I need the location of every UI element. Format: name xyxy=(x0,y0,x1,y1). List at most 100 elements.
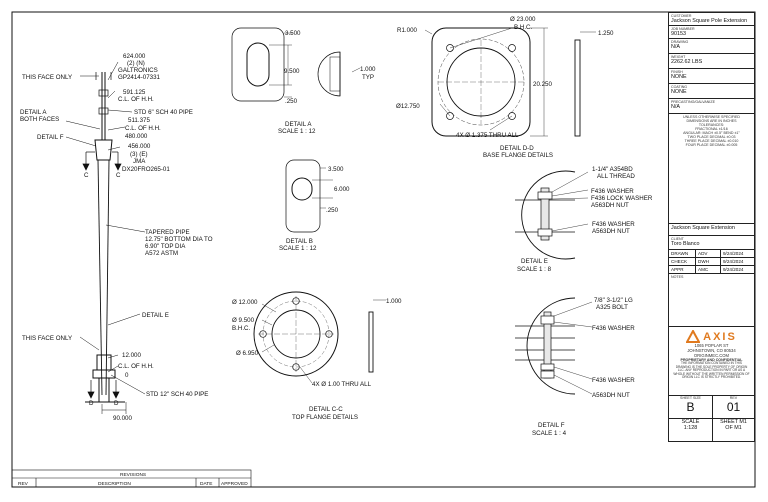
rev-col: REV xyxy=(18,481,29,487)
detail-dd-drawing xyxy=(424,27,596,137)
cl-hh-3: C.L. OF H.H. xyxy=(118,363,154,370)
tb-weight: WEIGHT 2262.62 LBS xyxy=(668,53,755,68)
elev-0: 0 xyxy=(125,372,129,379)
tb-rev: REV 01 xyxy=(726,396,741,414)
tb-job: JOB NUMBER 90153 xyxy=(668,25,755,38)
elev-511: 511.375 xyxy=(128,117,150,124)
detail-e-lock: F436 LOCK WASHER xyxy=(591,195,653,202)
detail-cc-holes: 4X Ø 1.00 THRU ALL xyxy=(312,381,372,388)
detail-b-bottom: .250 xyxy=(326,207,339,214)
elev-456: 456.000 xyxy=(128,143,151,150)
section-c-left: C xyxy=(84,172,89,179)
detail-f-washer: F436 WASHER xyxy=(592,325,635,332)
detail-cc-thickness: 1.000 xyxy=(386,298,402,305)
elev-12: 12.000 xyxy=(122,352,141,359)
detail-f-scale: SCALE 1 : 4 xyxy=(532,430,567,437)
tb-sheet: SHEET M1 OF M1 xyxy=(720,419,747,431)
detail-f-nut: A563DH NUT xyxy=(592,392,630,399)
sheet-border xyxy=(11,11,756,488)
tb-title2: Jackson Square Extension xyxy=(668,223,755,235)
tb-row-check: CHECK DWH 9/24/2024 xyxy=(669,258,754,266)
std-12-pipe: STD 12" SCH 40 PIPE xyxy=(146,391,208,398)
detail-dd-bc-label: B.H.C. xyxy=(514,24,533,31)
title-block: CUSTOMER Jackson Square Pole Extension J… xyxy=(668,12,755,442)
section-d-left: D xyxy=(89,400,94,407)
tb-size: SHEET SIZE B xyxy=(669,396,713,418)
tb-coating: COATING NONE xyxy=(668,83,755,98)
both-faces: BOTH FACES xyxy=(20,116,59,123)
tb-finish: FINISH NONE xyxy=(668,68,755,83)
detail-f-title: DETAIL F xyxy=(538,422,565,429)
detail-e-bolt: 1-1/4" A354BD xyxy=(592,166,633,173)
detail-f-drawing xyxy=(515,297,593,395)
tb-notes2: NOTES xyxy=(668,273,755,326)
tapered-1: TAPERED PIPE xyxy=(145,229,190,236)
detail-b-title: DETAIL B xyxy=(286,238,313,245)
pole-elevation xyxy=(65,61,146,414)
elev-480: 480.000 xyxy=(125,133,148,140)
elev-591: 591.125 xyxy=(123,89,146,96)
detail-cc-subtitle: TOP FLANGE DETAILS xyxy=(292,414,358,421)
detail-e-nut: A563DH NUT xyxy=(591,202,629,209)
detail-b-drawing xyxy=(285,159,333,233)
tb-approvals: DRAWN ADV 9/24/2024 CHECK DWH 9/24/2024 … xyxy=(668,249,755,273)
detail-cc-bc: Ø 9.500 xyxy=(232,317,255,324)
description-col: DESCRIPTION xyxy=(98,481,131,487)
detail-a-drawing xyxy=(231,27,361,102)
revisions-title: REVISIONS xyxy=(120,472,146,478)
tb-notes: PRECASTING/GALVANIZE N/A xyxy=(668,98,755,113)
detail-a-scale: SCALE 1 : 12 xyxy=(278,128,316,135)
elev-90: 90.000 xyxy=(113,415,132,422)
tb-scale-sheet: SCALE 1:128 SHEET M1 OF M1 xyxy=(668,418,755,442)
tb-scale: SCALE 1:128 xyxy=(669,419,713,441)
company-logo: AXIS xyxy=(671,330,752,343)
section-c-right: C xyxy=(116,172,121,179)
axis-logo-icon xyxy=(686,330,701,343)
detail-e-washer2: F436 WASHER xyxy=(592,221,635,228)
detail-cc-id: Ø 6.950 xyxy=(236,350,259,357)
tb-tolerances: UNLESS OTHERWISE SPECIFIED DIMENSIONS AR… xyxy=(668,113,755,223)
detail-a-side: 1.000 xyxy=(360,66,376,73)
detail-e-scale: SCALE 1 : 8 xyxy=(517,266,552,273)
tb-drawing: DRAWING N/A xyxy=(668,38,755,53)
this-face-only-top: THIS FACE ONLY xyxy=(22,74,72,81)
detail-dd-thickness: 1.250 xyxy=(598,30,614,37)
detail-e-washer: F436 WASHER xyxy=(591,188,634,195)
detail-f-washer2: F436 WASHER xyxy=(592,377,635,384)
jma-part: DX20FRO265-01 xyxy=(122,166,170,173)
detail-e-bolt2: ALL THREAD xyxy=(597,173,635,180)
tb-row-appr: APPR AMC 9/24/2024 xyxy=(671,266,744,273)
detail-dd-bc: Ø 23.000 xyxy=(510,16,536,23)
detail-e-nut2: A563DH NUT xyxy=(592,228,630,235)
detail-a-width: 3.500 xyxy=(285,30,301,37)
detail-cc-bc-label: B.H.C. xyxy=(232,325,251,332)
detail-f-bolt2: A325 BOLT xyxy=(596,304,628,311)
detail-b-width: 3.500 xyxy=(328,166,344,173)
detail-dd-title: DETAIL D-D xyxy=(500,145,534,152)
cl-hh-2: C.L. OF H.H. xyxy=(125,125,161,132)
this-face-only-bottom: THIS FACE ONLY xyxy=(22,335,72,342)
detail-dd-subtitle: BASE FLANGE DETAILS xyxy=(483,152,553,159)
detail-dd-holes: 4X Ø 1.375 THRU ALL xyxy=(456,132,519,139)
elev-top: 624.000 xyxy=(123,53,146,60)
detail-f-bolt: 7/8" 3-1/2" LG xyxy=(594,297,633,304)
approved-col: APPROVED xyxy=(221,481,248,487)
qty-e: (3) (E) xyxy=(130,151,148,158)
tb-size-rev: SHEET SIZE B REV 01 xyxy=(668,395,755,418)
detail-cc-drawing xyxy=(253,291,386,384)
tapered-4: A572 ASTM xyxy=(145,250,178,257)
detail-a-callout: DETAIL A xyxy=(20,109,47,116)
detail-e-drawing xyxy=(515,170,589,260)
galtronics-label: GALTRONICS xyxy=(118,67,158,74)
tb-client: CLIENT Toro Blanco xyxy=(668,235,755,249)
detail-a-bottom: .250 xyxy=(285,98,298,105)
detail-f-callout: DETAIL F xyxy=(37,134,64,141)
jma-label: JMA xyxy=(133,158,146,165)
detail-cc-title: DETAIL C-C xyxy=(309,406,343,413)
qty-n: (2) (N) xyxy=(127,60,145,67)
detail-b-scale: SCALE 1 : 12 xyxy=(279,245,317,252)
revisions-table xyxy=(11,469,252,488)
tapered-2: 12.75" BOTTOM DIA TO xyxy=(145,236,213,243)
